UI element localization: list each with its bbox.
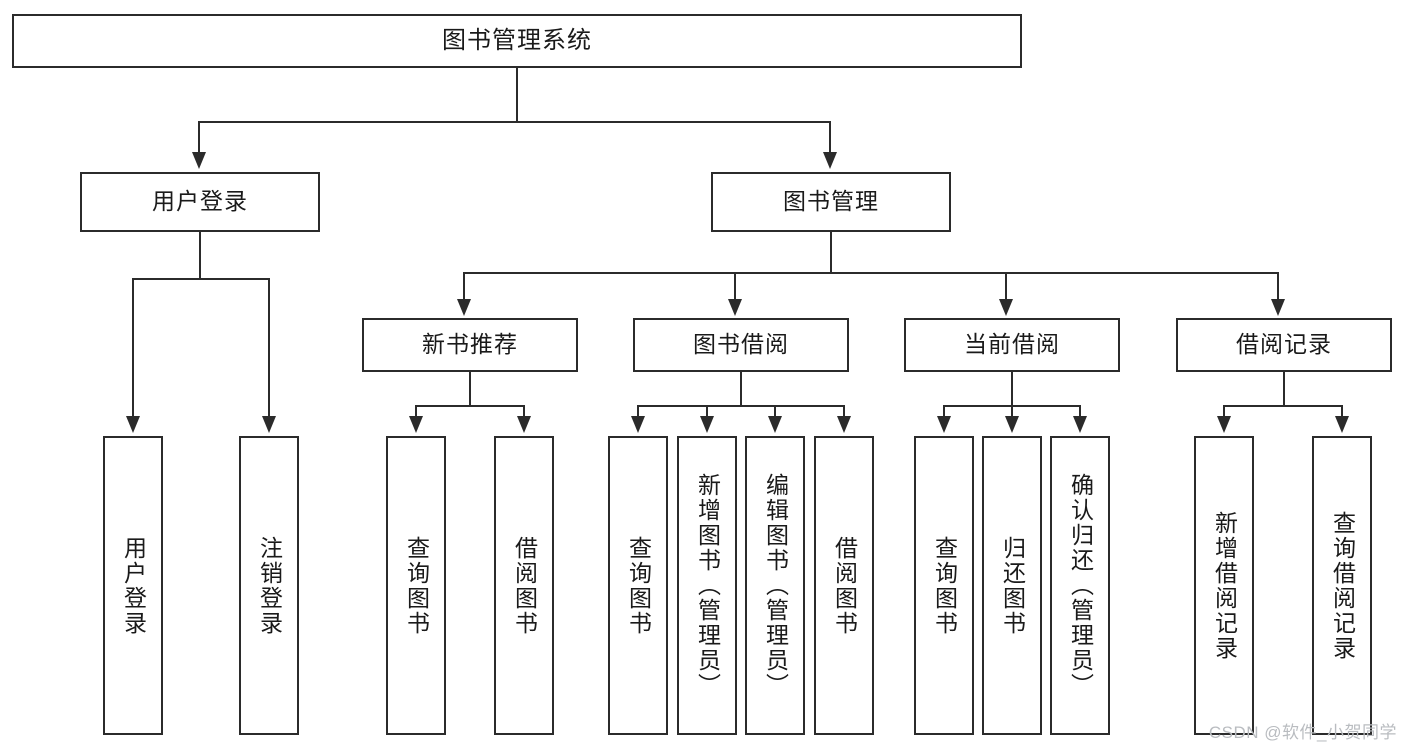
connector-bookmgmt-drop-2 bbox=[734, 272, 736, 300]
node-book-borrow[interactable]: 图书借阅 bbox=[633, 318, 849, 372]
connector-userlogin-bus bbox=[132, 278, 269, 280]
leaf-newbook-query-books[interactable]: 查询图书 bbox=[386, 436, 446, 735]
connector-newbook-drop-2 bbox=[523, 405, 525, 417]
arrow-current-leaf-1 bbox=[937, 416, 951, 433]
connector-bookmgmt-drop-4 bbox=[1277, 272, 1279, 300]
connector-current-drop-2 bbox=[1011, 405, 1013, 417]
arrow-userlogin-leaf-2 bbox=[262, 416, 276, 433]
leaf-borrow-add-book-admin[interactable]: 新增图书（管理员） bbox=[677, 436, 737, 735]
leaf-user-login-logout[interactable]: 注销登录 bbox=[239, 436, 299, 735]
arrow-borrow-leaf-4 bbox=[837, 416, 851, 433]
connector-current-drop-3 bbox=[1079, 405, 1081, 417]
connector-current-stem bbox=[1011, 372, 1013, 406]
arrow-bookmgmt-to-newbook bbox=[457, 299, 471, 316]
arrow-newbook-leaf-1 bbox=[409, 416, 423, 433]
connector-newbook-bus bbox=[415, 405, 525, 407]
connector-bookmgmt-drop-3 bbox=[1005, 272, 1007, 300]
arrow-bookmgmt-to-current bbox=[999, 299, 1013, 316]
arrow-bookmgmt-to-borrow bbox=[728, 299, 742, 316]
node-current-borrow[interactable]: 当前借阅 bbox=[904, 318, 1120, 372]
arrow-records-leaf-2 bbox=[1335, 416, 1349, 433]
leaf-current-query-books[interactable]: 查询图书 bbox=[914, 436, 974, 735]
connector-current-drop-1 bbox=[943, 405, 945, 417]
leaf-user-login-login[interactable]: 用户登录 bbox=[103, 436, 163, 735]
connector-borrow-stem bbox=[740, 372, 742, 406]
arrow-current-leaf-2 bbox=[1005, 416, 1019, 433]
connector-root-to-userlogin bbox=[198, 121, 200, 153]
node-borrow-records[interactable]: 借阅记录 bbox=[1176, 318, 1392, 372]
arrow-records-leaf-1 bbox=[1217, 416, 1231, 433]
connector-records-drop-2 bbox=[1341, 405, 1343, 417]
connector-records-stem bbox=[1283, 372, 1285, 406]
connector-userlogin-stem bbox=[199, 232, 201, 279]
node-root-system[interactable]: 图书管理系统 bbox=[12, 14, 1022, 68]
arrow-borrow-leaf-2 bbox=[700, 416, 714, 433]
leaf-borrow-edit-book-admin[interactable]: 编辑图书（管理员） bbox=[745, 436, 805, 735]
leaf-current-confirm-return-admin[interactable]: 确认归还（管理员） bbox=[1050, 436, 1110, 735]
connector-root-bus bbox=[198, 121, 830, 123]
leaf-borrow-query-books[interactable]: 查询图书 bbox=[608, 436, 668, 735]
arrow-root-to-bookmgmt bbox=[823, 152, 837, 169]
arrow-current-leaf-3 bbox=[1073, 416, 1087, 433]
connector-borrow-drop-1 bbox=[637, 405, 639, 417]
leaf-current-return-books[interactable]: 归还图书 bbox=[982, 436, 1042, 735]
leaf-newbook-borrow-books[interactable]: 借阅图书 bbox=[494, 436, 554, 735]
connector-records-bus bbox=[1223, 405, 1343, 407]
arrow-root-to-userlogin bbox=[192, 152, 206, 169]
connector-newbook-drop-1 bbox=[415, 405, 417, 417]
leaf-borrow-borrow-books[interactable]: 借阅图书 bbox=[814, 436, 874, 735]
arrow-userlogin-leaf-1 bbox=[126, 416, 140, 433]
connector-bookmgmt-drop-1 bbox=[463, 272, 465, 300]
connector-records-drop-1 bbox=[1223, 405, 1225, 417]
connector-bookmgmt-stem bbox=[830, 232, 832, 273]
arrow-borrow-leaf-1 bbox=[631, 416, 645, 433]
arrow-newbook-leaf-2 bbox=[517, 416, 531, 433]
connector-borrow-drop-4 bbox=[843, 405, 845, 417]
connector-borrow-drop-2 bbox=[706, 405, 708, 417]
connector-borrow-bus bbox=[637, 405, 845, 407]
node-new-book-recommend[interactable]: 新书推荐 bbox=[362, 318, 578, 372]
connector-userlogin-drop-1 bbox=[132, 278, 134, 417]
node-user-login[interactable]: 用户登录 bbox=[80, 172, 320, 232]
node-book-management[interactable]: 图书管理 bbox=[711, 172, 951, 232]
arrow-borrow-leaf-3 bbox=[768, 416, 782, 433]
connector-root-stem bbox=[516, 68, 518, 122]
connector-bookmgmt-bus bbox=[463, 272, 1279, 274]
arrow-bookmgmt-to-records bbox=[1271, 299, 1285, 316]
leaf-records-query-record[interactable]: 查询借阅记录 bbox=[1312, 436, 1372, 735]
leaf-records-add-record[interactable]: 新增借阅记录 bbox=[1194, 436, 1254, 735]
connector-root-to-bookmgmt bbox=[829, 121, 831, 153]
connector-newbook-stem bbox=[469, 372, 471, 406]
connector-userlogin-drop-2 bbox=[268, 278, 270, 417]
connector-borrow-drop-3 bbox=[774, 405, 776, 417]
